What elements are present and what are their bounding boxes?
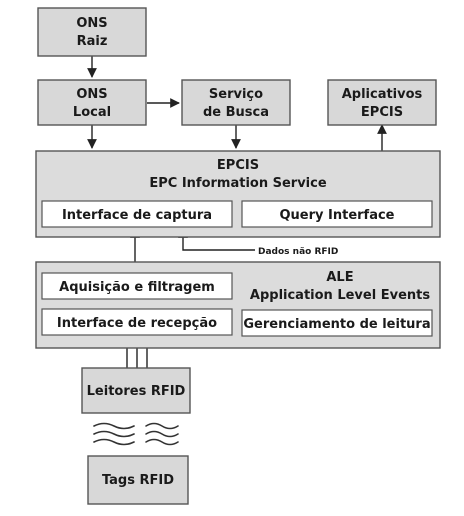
node-ons-local: ONS Local <box>37 79 147 126</box>
servico-busca-line1: Serviço <box>209 87 263 102</box>
aquisicao-filtragem-box <box>41 272 233 300</box>
dados-nao-rfid-label: Dados não RFID <box>258 247 338 257</box>
node-epcis: EPCIS EPC Information Service Interface … <box>35 150 441 238</box>
aplicativos-epcis-line2: EPCIS <box>361 105 403 120</box>
ons-local-line1: ONS <box>76 87 107 102</box>
gerenciamento-leitura-box <box>241 309 433 337</box>
aquisicao-filtragem-label: Aquisição e filtragem <box>59 280 215 295</box>
ons-raiz-line1: ONS <box>76 16 107 31</box>
interface-recepcao-box <box>41 308 233 336</box>
interface-captura-label: Interface de captura <box>62 208 212 223</box>
aplicativos-epcis-line1: Aplicativos <box>342 87 423 102</box>
ons-raiz-line2: Raiz <box>77 34 108 49</box>
interface-captura-box <box>41 200 233 228</box>
leitores-rfid-label: Leitores RFID <box>87 384 186 399</box>
query-interface-label: Query Interface <box>279 208 394 223</box>
node-ons-raiz: ONS Raiz <box>37 7 147 57</box>
gerenciamento-leitura-label: Gerenciamento de leitura <box>243 317 430 332</box>
epcis-title: EPCIS <box>217 158 259 173</box>
ale-subtitle: Application Level Events <box>250 288 430 303</box>
radio-waves-icon <box>93 422 179 446</box>
servico-busca-line2: de Busca <box>203 105 269 120</box>
node-servico-busca: Serviço de Busca <box>181 79 291 126</box>
node-tags-rfid: Tags RFID <box>87 455 189 505</box>
node-ale: ALE Application Level Events Aquisição e… <box>35 261 441 349</box>
node-leitores-rfid: Leitores RFID <box>81 367 191 414</box>
query-interface-box <box>241 200 433 228</box>
node-aplicativos-epcis: Aplicativos EPCIS <box>327 79 437 126</box>
ons-local-line2: Local <box>73 105 111 120</box>
ale-title: ALE <box>326 270 353 285</box>
interface-recepcao-label: Interface de recepção <box>57 316 217 331</box>
epcis-subtitle: EPC Information Service <box>149 176 326 191</box>
tags-rfid-label: Tags RFID <box>102 473 174 488</box>
